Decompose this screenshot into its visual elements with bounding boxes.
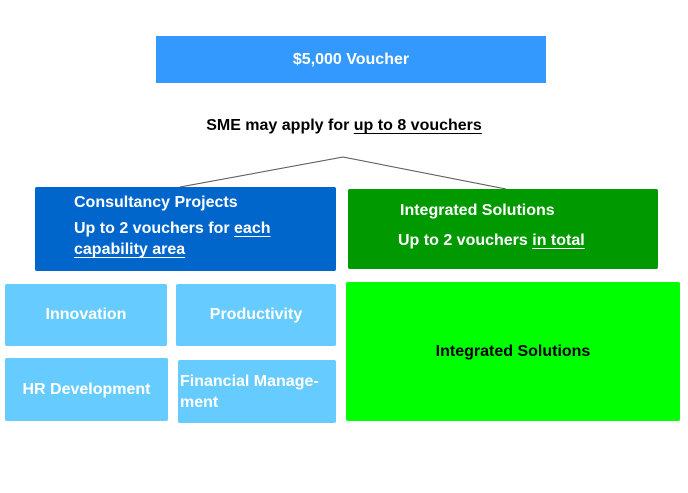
integrated-solutions-box: Integrated Solutions [346,282,680,421]
capability-hr-development-box: HR Development [5,358,168,421]
voucher-label: $5,000 Voucher [292,50,410,68]
integrated-title: Integrated Solutions [400,202,555,219]
sme-rule-highlight: up to 8 vouchers [353,117,482,134]
integrated-rule: Up to 2 vouchers in total [398,232,585,250]
capability-innovation-box: Innovation [5,284,167,346]
consultancy-title: Consultancy Projects [74,194,238,211]
sme-rule-text: SME may apply for up to 8 vouchers [0,117,688,135]
capability-financial-management-label: Financial Manage-ment [180,372,319,411]
capability-hr-development-label: HR Development [22,380,151,398]
consultancy-rule-highlight: each capability area [74,220,271,258]
capability-productivity-label: Productivity [209,306,303,323]
consultancy-rule: Up to 2 vouchers for each capability are… [74,218,324,260]
branch-connector-line [179,156,507,190]
integrated-solutions-header-box: Integrated Solutions Up to 2 vouchers in… [348,189,658,269]
voucher-box: $5,000 Voucher [156,36,546,83]
capability-financial-management-box: Financial Manage-ment [178,360,336,423]
integrated-rule-prefix: Up to 2 vouchers [398,232,533,249]
capability-innovation-label: Innovation [45,306,127,323]
integrated-solutions-box-label: Integrated Solutions [435,342,591,360]
capability-productivity-box: Productivity [176,284,336,346]
consultancy-projects-box: Consultancy Projects Up to 2 vouchers fo… [35,187,336,271]
consultancy-rule-prefix: Up to 2 vouchers for [74,220,235,237]
sme-rule-prefix: SME may apply for [206,117,354,134]
integrated-rule-highlight: in total [532,232,585,249]
